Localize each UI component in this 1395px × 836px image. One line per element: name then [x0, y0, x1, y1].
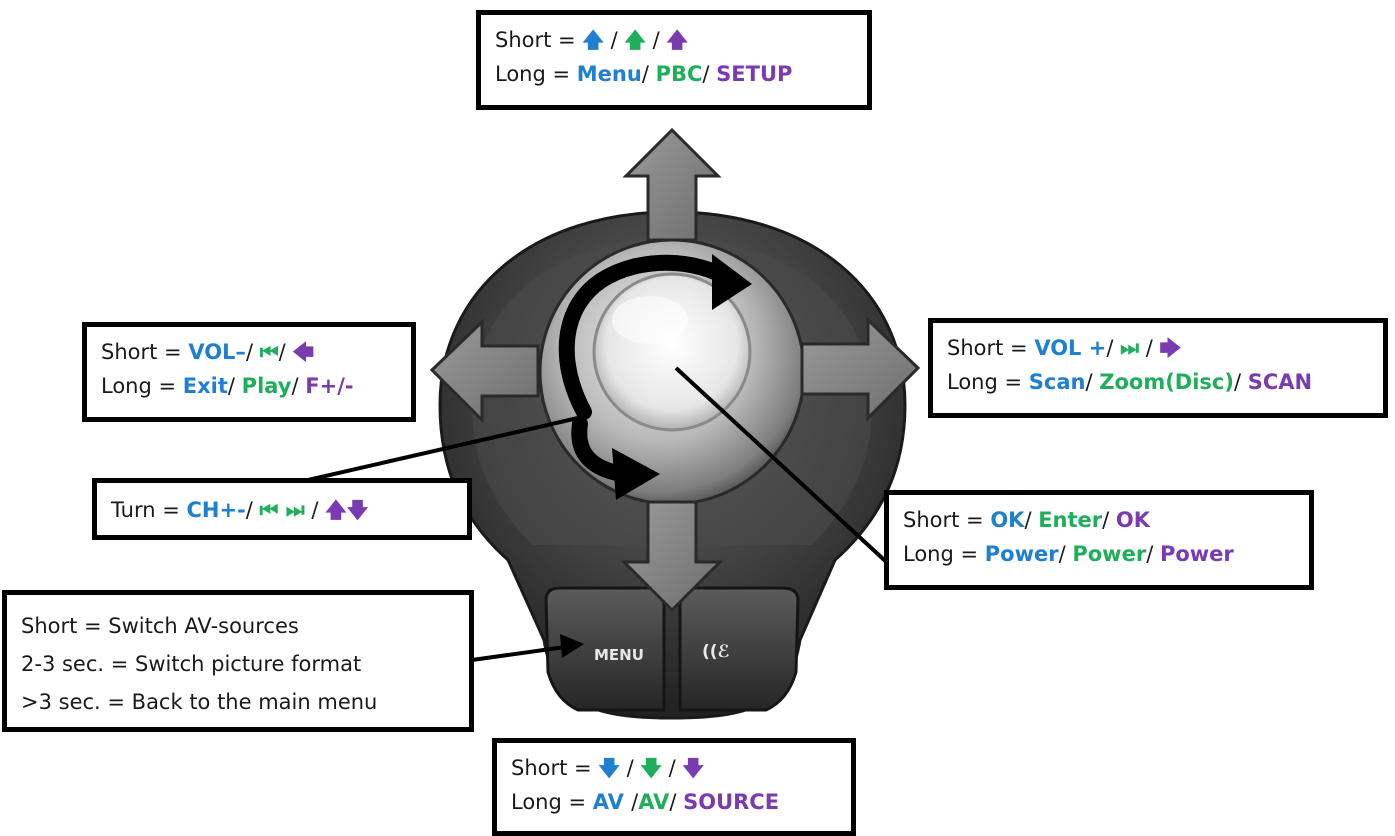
- function-label-black: /: [669, 790, 684, 814]
- function-label-purple: 🡆: [1159, 336, 1182, 360]
- turn-line: Turn = CH+-/ ⏮ ⏭ / 🡅🡇: [111, 498, 369, 522]
- function-label-black: /: [1024, 508, 1039, 532]
- menu-leader-arrow: [471, 634, 584, 662]
- function-label-green: ⏭: [1120, 336, 1140, 360]
- function-label-black: /: [245, 498, 260, 522]
- function-label-purple: SCAN: [1247, 370, 1313, 394]
- rotation-arrow-icon: [558, 254, 752, 500]
- function-label-black: /: [227, 374, 242, 398]
- function-label-blue: OK: [990, 508, 1025, 532]
- press-leader-line: [674, 366, 908, 582]
- function-label-black: /: [245, 340, 260, 364]
- turn-leader-line: [307, 416, 579, 482]
- down-short-line: Short = 🡇 / 🡇 / 🡇: [511, 756, 704, 780]
- right-long-line: Long = Scan/ Zoom(Disc)/ SCAN: [947, 370, 1313, 394]
- function-label-purple: OK: [1115, 508, 1151, 532]
- function-label-blue: VOL–: [188, 340, 246, 364]
- function-label-black: /: [631, 790, 639, 814]
- function-label-black: /: [278, 340, 293, 364]
- function-label-black: /: [291, 374, 306, 398]
- right-arrow-icon: [800, 316, 921, 422]
- press-long-line: Long = Power/ Power/ Power: [903, 542, 1234, 566]
- function-label-purple: 🡄: [292, 340, 315, 364]
- turn-function-box: Turn = CH+-/ ⏮ ⏭ / 🡅🡇: [92, 478, 472, 540]
- function-label-green: Play: [241, 374, 292, 398]
- function-label-blue: AV: [592, 790, 632, 814]
- function-label-green: 🡇: [640, 756, 662, 780]
- press-short-line: Short = OK/ Enter/ OK: [903, 508, 1151, 532]
- down-function-box: Short = 🡇 / 🡇 / 🡇 Long = AV /AV/ SOURCE: [492, 738, 856, 836]
- voice-key[interactable]: [678, 586, 800, 712]
- function-label-blue: Menu: [576, 62, 642, 86]
- function-label-purple: F+/-: [305, 374, 354, 398]
- press-function-box: Short = OK/ Enter/ OK Long = Power/ Powe…: [884, 490, 1314, 590]
- voice-key-label: ((ℰ: [702, 642, 730, 662]
- up-short-line: Short = 🡅 / 🡅 / 🡅: [495, 28, 688, 52]
- left-function-box: Short = VOL–/ ⏮/ 🡄 Long = Exit/ Play/ F+…: [82, 322, 416, 422]
- down-long-line: Long = AV /AV/ SOURCE: [511, 790, 780, 814]
- function-label-black: /: [603, 28, 625, 52]
- function-label-purple: Power: [1159, 542, 1234, 566]
- menu-mid-line: 2-3 sec. = Switch picture format: [21, 652, 362, 676]
- left-short-line: Short = VOL–/ ⏮/ 🡄: [101, 340, 315, 364]
- function-label-blue: 🡇: [598, 756, 620, 780]
- right-short-line: Short = VOL +/ ⏭ / 🡆: [947, 336, 1182, 360]
- function-label-blue: Scan: [1028, 370, 1086, 394]
- down-arrow-icon: [620, 500, 724, 613]
- menu-function-box: Short = Switch AV-sources 2-3 sec. = Swi…: [2, 590, 474, 732]
- function-label-green: PBC: [655, 62, 703, 86]
- menu-key-label: MENU: [594, 646, 644, 664]
- function-label-green: Zoom(Disc): [1099, 370, 1234, 394]
- function-label-black: /: [1085, 370, 1100, 394]
- menu-long-line: >3 sec. = Back to the main menu: [21, 690, 378, 714]
- menu-short-line: Short = Switch AV-sources: [21, 614, 299, 638]
- function-label-blue: VOL +: [1034, 336, 1107, 360]
- function-label-green: Power: [1072, 542, 1147, 566]
- function-label-purple: 🡇: [682, 756, 704, 780]
- function-label-black: /: [304, 498, 326, 522]
- function-label-green: Enter: [1038, 508, 1103, 532]
- function-label-green: ⏮: [259, 340, 279, 364]
- function-label-black: /: [1106, 336, 1121, 360]
- menu-key[interactable]: [544, 586, 666, 712]
- function-label-purple: 🡅🡇: [325, 498, 369, 522]
- function-label-black: /: [1146, 542, 1160, 566]
- function-label-purple: SOURCE: [683, 790, 780, 814]
- function-label-black: /: [1233, 370, 1248, 394]
- up-function-box: Short = 🡅 / 🡅 / 🡅 Long = Menu/ PBC/ SETU…: [476, 10, 872, 110]
- function-label-black: /: [645, 28, 667, 52]
- function-label-black: /: [1058, 542, 1073, 566]
- function-label-purple: SETUP: [716, 62, 793, 86]
- left-arrow-icon: [429, 318, 540, 424]
- function-label-black: /: [702, 62, 717, 86]
- right-function-box: Short = VOL +/ ⏭ / 🡆 Long = Scan/ Zoom(D…: [928, 318, 1388, 418]
- function-label-green: AV: [638, 790, 670, 814]
- function-label-black: /: [619, 756, 641, 780]
- function-label-black: /: [1102, 508, 1116, 532]
- function-label-green: ⏮ ⏭: [259, 498, 305, 522]
- function-label-green: 🡅: [624, 28, 646, 52]
- function-label-black: /: [641, 62, 656, 86]
- function-label-blue: 🡅: [582, 28, 604, 52]
- left-long-line: Long = Exit/ Play/ F+/-: [101, 374, 354, 398]
- function-label-purple: 🡅: [666, 28, 688, 52]
- function-label-black: /: [661, 756, 683, 780]
- function-label-blue: CH+-: [186, 498, 246, 522]
- up-arrow-icon: [622, 127, 722, 242]
- function-label-black: /: [1139, 336, 1160, 360]
- up-long-line: Long = Menu/ PBC/ SETUP: [495, 62, 793, 86]
- function-label-blue: Power: [984, 542, 1059, 566]
- function-label-blue: Exit: [182, 374, 228, 398]
